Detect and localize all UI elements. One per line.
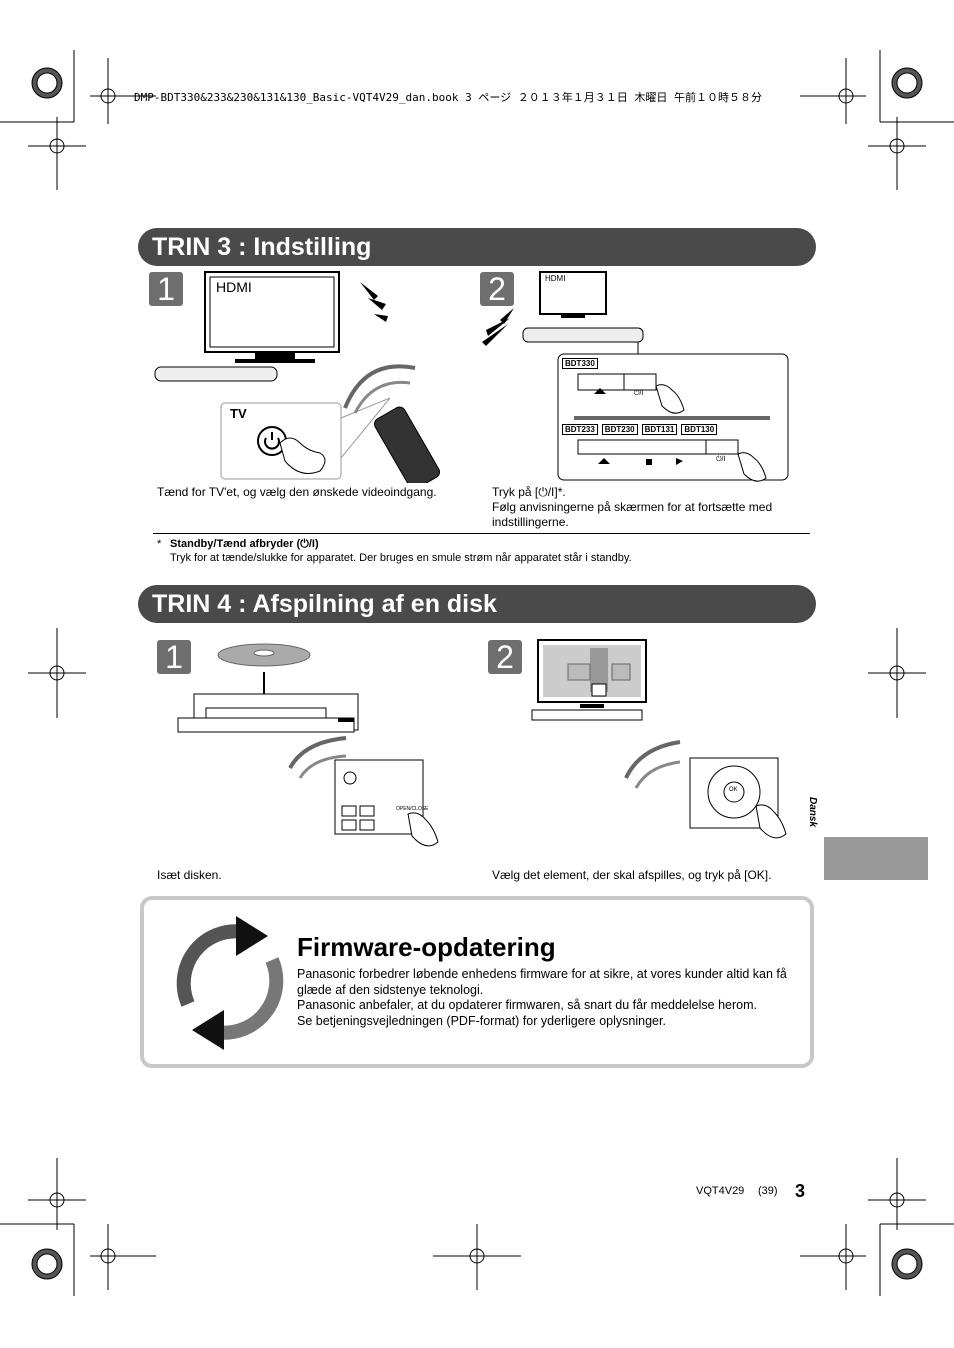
model-badge-bdt330: BDT330 [562,358,598,369]
footer-code: VQT4V29 [696,1185,745,1197]
ok-button-label: OK [729,787,738,793]
caption-line: Tryk på [⏻/I]*. [492,485,566,499]
disc-insert-illustration [177,643,439,847]
step3-banner: TRIN 3 : Indstilling [138,228,816,266]
firmware-line: Panasonic forbedrer løbende enhedens fir… [297,967,787,997]
divider [153,533,810,534]
footer-code-page: (39) [758,1185,778,1197]
model-badge: BDT130 [681,424,718,435]
firmware-line: Se betjeningsvejledningen (PDF-format) f… [297,1013,666,1028]
step4-sub2-number: 2 [488,640,522,674]
firmware-box [140,896,814,1068]
model-badges: BDT233 BDT230 BDT131 BDT130 [562,424,718,435]
caption-line: Følg anvisningerne på skærmen for at for… [492,500,773,529]
firmware-line: Panasonic anbefaler, at du opdaterer fir… [297,998,757,1012]
step3-sub2-number: 2 [480,272,514,306]
tv-screen-label: HDMI [216,279,252,295]
print-header: DMP-BDT330&233&230&131&130_Basic-VQT4V29… [134,91,763,104]
open-close-label: OPEN/CLOSE [396,806,429,812]
step4-sub1-caption: Isæt disken. [157,868,222,882]
power-symbol-label: ⏻/I [634,390,644,397]
model-badge: BDT233 [562,424,598,435]
footnote-marker: * [157,538,162,550]
tv-button-label: TV [230,406,247,421]
firmware-text: Panasonic forbedrer løbende enhedens fir… [297,967,797,1029]
language-tab [824,837,928,880]
footnote-title: Standby/Tænd afbryder (⏻/I) [170,538,319,550]
step4-sub2-caption: Vælg det element, der skal afspilles, og… [492,868,772,882]
step3-sub2-caption: Tryk på [⏻/I]*. Følg anvisningerne på sk… [492,485,812,530]
tv-screen-label-2: HDMI [545,274,566,283]
refresh-arrows-icon [176,916,284,1050]
firmware-title: Firmware-opdatering [297,932,556,962]
step4-banner: TRIN 4 : Afspilning af en disk [138,585,816,623]
player-power-illustration [482,271,789,482]
step3-sub1-caption: Tænd for TV'et, og vælg den ønskede vide… [157,485,437,499]
menu-select-illustration [531,639,787,839]
model-badge: BDT131 [641,424,678,435]
page-number: 3 [795,1181,806,1201]
model-badge: BDT230 [601,424,638,435]
step3-sub1-number: 1 [149,272,183,306]
language-tab-label: Dansk [807,797,818,828]
power-symbol-label-2: ⏻/I [716,456,726,463]
step4-sub1-number: 1 [157,640,191,674]
tv-remote-illustration [154,271,441,483]
footnote-text: Tryk for at tænde/slukke for apparatet. … [170,552,632,564]
